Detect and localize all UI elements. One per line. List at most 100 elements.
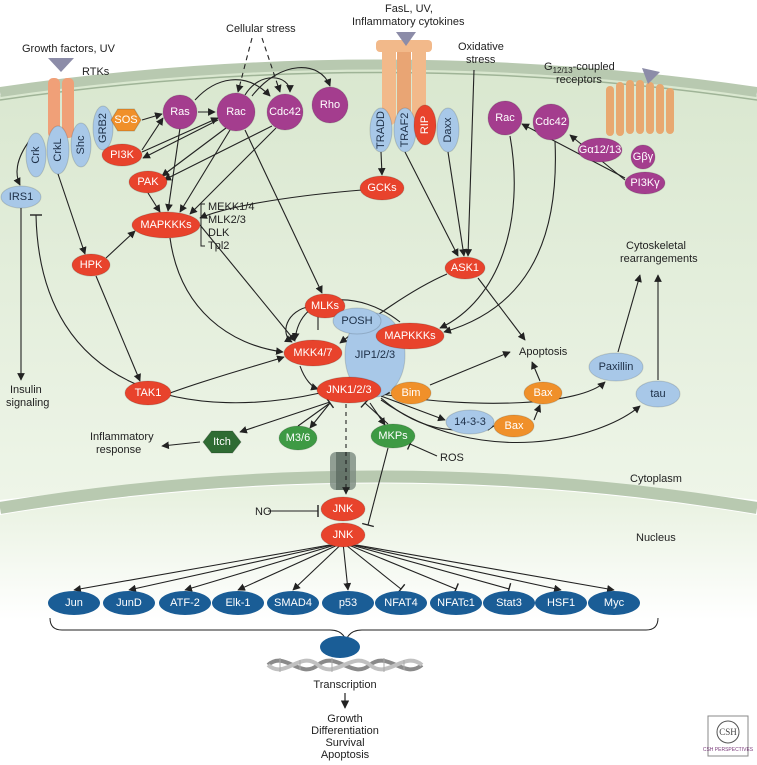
cellular-stress-label: Cellular stress [226, 23, 296, 35]
svg-text:HSF1: HSF1 [547, 597, 575, 609]
node-label: GRB2 [97, 113, 109, 143]
tf-nfat4: NFAT4 [375, 591, 427, 615]
tf-elk1: Elk-1 [212, 591, 264, 615]
svg-text:SMAD4: SMAD4 [274, 597, 312, 609]
pi3k-to-ras-edge [141, 117, 164, 151]
node-label: TAK1 [135, 387, 162, 399]
node-label: JNK [333, 529, 354, 541]
mapkkk-list-item: MEKK1/4 [208, 201, 254, 213]
svg-text:p53: p53 [339, 597, 357, 609]
tf-jun: Jun [48, 591, 100, 615]
cytokines-label: Inflammatory cytokines [352, 16, 465, 28]
daxx-to-ask1-edge [447, 151, 467, 257]
tak1-to-mkk-edge [169, 355, 285, 394]
node-paxillin: Paxillin [588, 352, 644, 382]
nuclear-envelope [0, 470, 757, 514]
pi3k-to-rac-edge [141, 117, 219, 153]
node-label: Rac [495, 112, 515, 124]
jnk-to-itch-edge [239, 401, 331, 434]
outcome-item: Differentiation [311, 725, 379, 737]
cdc42-to-pak-edge [163, 125, 273, 181]
outcome-item: Survival [325, 737, 364, 749]
node-label: PAK [137, 176, 159, 188]
pathway-edges [13, 37, 662, 595]
jnk-to-tf-edge [348, 544, 457, 590]
pak-to-mapkkks-edge [147, 192, 161, 213]
node-daxx: Daxx [436, 107, 460, 153]
dna-helix [266, 636, 424, 672]
oxidative-label: Oxidative [458, 41, 504, 53]
cdc42-to-mapkkks-edge [189, 127, 277, 215]
no-label: NO [255, 506, 272, 518]
stress-label: stress [466, 54, 496, 66]
jnk-to-tf-edge [351, 544, 510, 590]
node-label: Cdc42 [269, 106, 301, 118]
node-bax1: Bax [523, 381, 563, 405]
ros-inhibits-mkps-edge [409, 443, 438, 457]
node-label: CrkL [52, 138, 64, 161]
node-jnk-top: JNK [320, 496, 366, 522]
rac-to-mlks-edge [244, 129, 323, 294]
jnk-to-1433-edge [380, 395, 446, 422]
mkps-inhibits-nuclear-jnk-edge [367, 447, 389, 526]
node-label: Gβγ [633, 151, 654, 163]
oxidative-to-ask1-edge [464, 69, 475, 257]
node-posh: POSH [332, 307, 382, 335]
bim-to-apoptosis-edge [429, 351, 511, 386]
jnk-to-tf-edge [184, 544, 336, 592]
rac2-to-mapkkks2-edge [439, 135, 515, 329]
node-crkl: CrkL [46, 125, 70, 175]
node-crk: Crk [25, 132, 47, 178]
hpk-to-mapkkks-edge [105, 230, 136, 259]
node-rip: RIP [413, 104, 437, 146]
g1213-label: G12/13-coupled [544, 61, 615, 75]
svg-text:JunD: JunD [116, 597, 142, 609]
jnk-to-tf-edge [353, 544, 562, 593]
node-gbg: Gβγ [630, 144, 656, 170]
svg-text:Jun: Jun [65, 597, 83, 609]
node-rho: Rho [311, 86, 349, 124]
rtks-label: RTKs [82, 66, 110, 78]
inflammatory-label: Inflammatory [90, 431, 154, 443]
node-shc: Shc [70, 122, 92, 168]
node-traf2: TRAF2 [393, 107, 417, 153]
svg-text:CSH: CSH [719, 727, 737, 737]
rac-to-pi3k-edge [142, 119, 219, 159]
node-pak: PAK [128, 170, 168, 194]
node-gcks: GCKs [359, 175, 405, 201]
svg-text:Elk-1: Elk-1 [225, 597, 250, 609]
ros-label: ROS [440, 452, 464, 464]
tf-p53: p53 [322, 591, 374, 615]
node-irs1: IRS1 [0, 185, 42, 209]
ask1-to-apoptosis-edge [477, 277, 526, 341]
mapkkks-to-mkk2-edge [199, 224, 296, 342]
node-label: MLKs [311, 300, 340, 312]
svg-text:Myc: Myc [604, 597, 625, 609]
node-label: Rac [226, 106, 246, 118]
node-label: Cdc42 [535, 116, 567, 128]
node-label: Ras [170, 106, 190, 118]
node-label: Bim [402, 387, 421, 399]
node-label: Paxillin [599, 361, 634, 373]
svg-text:NFAT4: NFAT4 [384, 597, 417, 609]
rac-to-pak-edge [161, 127, 227, 177]
signaling-label: signaling [6, 397, 49, 409]
node-pi3kg: PI3Kγ [624, 171, 666, 195]
gpcr-receptor [606, 68, 674, 136]
node-mapkkks2: MAPKKKs [375, 322, 445, 350]
bax-to-apoptosis-edge [531, 361, 541, 382]
node-label: M3/6 [286, 432, 310, 444]
node-label: Daxx [442, 117, 454, 143]
rac-to-cdc42-edge [244, 77, 294, 96]
node-label: SOS [114, 114, 137, 126]
node-ras: Ras [162, 94, 198, 130]
node-label: PI3K [110, 149, 135, 161]
node-tak1: TAK1 [124, 380, 172, 406]
node-hpk: HPK [71, 253, 111, 277]
